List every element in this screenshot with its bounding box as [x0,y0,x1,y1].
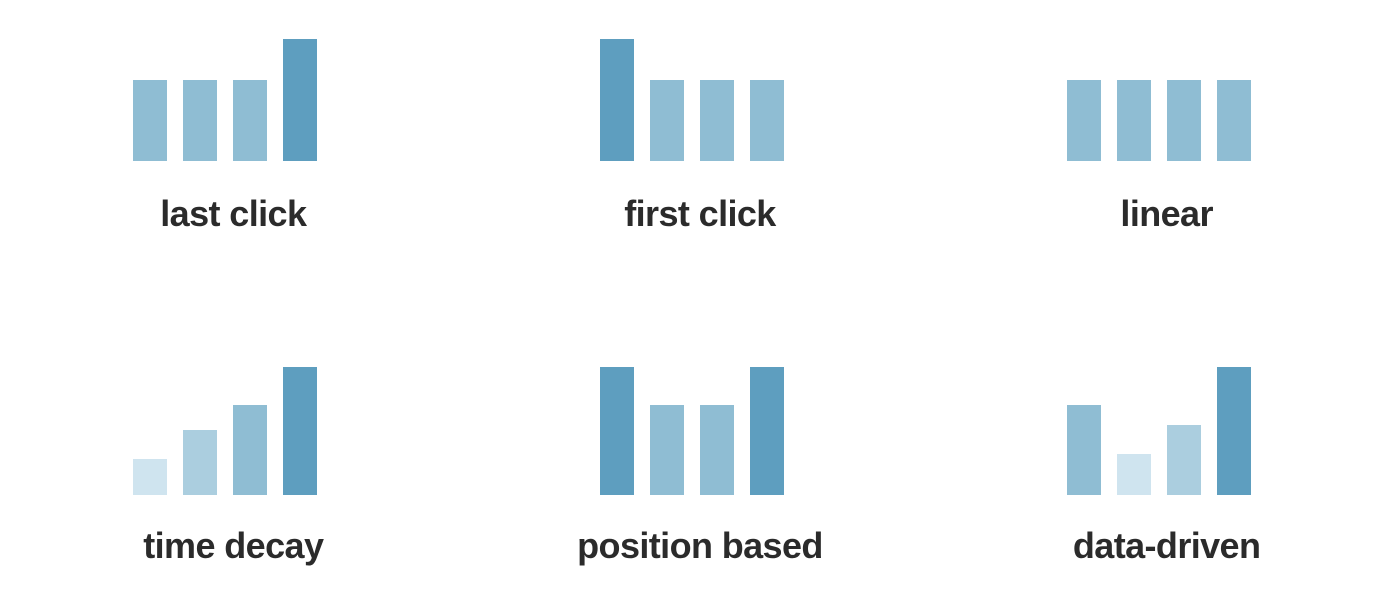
chart-title-last-click: last click [160,193,307,234]
chart-title-first-click: first click [624,193,776,234]
bar [699,80,734,161]
bar [133,459,168,495]
bar [1166,80,1201,161]
bar-group-time-decay [133,350,333,495]
bar-group-position-based [599,350,800,495]
bar [183,430,218,495]
chart-title-data-driven: data-driven [1072,525,1261,566]
bar [1116,80,1151,161]
plot-area-time-decay [133,350,333,495]
chart-panel-data-driven: data-driven [933,299,1400,599]
bar [699,405,734,495]
bar-group-first-click [599,16,800,161]
bar [183,80,218,161]
bar [649,405,684,495]
chart-title-linear: linear [1120,193,1213,234]
chart-title-position-based: position based [577,525,823,566]
bar [1216,367,1251,495]
bar [233,405,268,495]
chart-title-time-decay: time decay [143,525,324,566]
bar-group-last-click [133,16,333,161]
plot-area-data-driven [1066,350,1267,495]
bar [749,80,784,161]
bar [599,39,634,161]
bar-group-data-driven [1066,350,1267,495]
bar [283,39,318,161]
bar [1166,425,1201,495]
chart-panel-last-click: last click [0,0,467,299]
chart-panel-first-click: first click [467,0,934,299]
bar [599,367,634,495]
chart-panel-position-based: position based [467,299,934,599]
bar-group-linear [1066,16,1267,161]
bar [1116,454,1151,495]
chart-panel-linear: linear [933,0,1400,299]
bar [233,80,268,161]
bar [649,80,684,161]
bar [1216,80,1251,161]
chart-panel-time-decay: time decay [0,299,467,599]
plot-area-last-click [133,16,333,161]
plot-area-position-based [599,350,800,495]
bar [749,367,784,495]
bar [1066,80,1101,161]
bar [1066,405,1101,495]
plot-area-linear [1066,16,1267,161]
bar [283,367,318,495]
bar [133,80,168,161]
plot-area-first-click [599,16,800,161]
